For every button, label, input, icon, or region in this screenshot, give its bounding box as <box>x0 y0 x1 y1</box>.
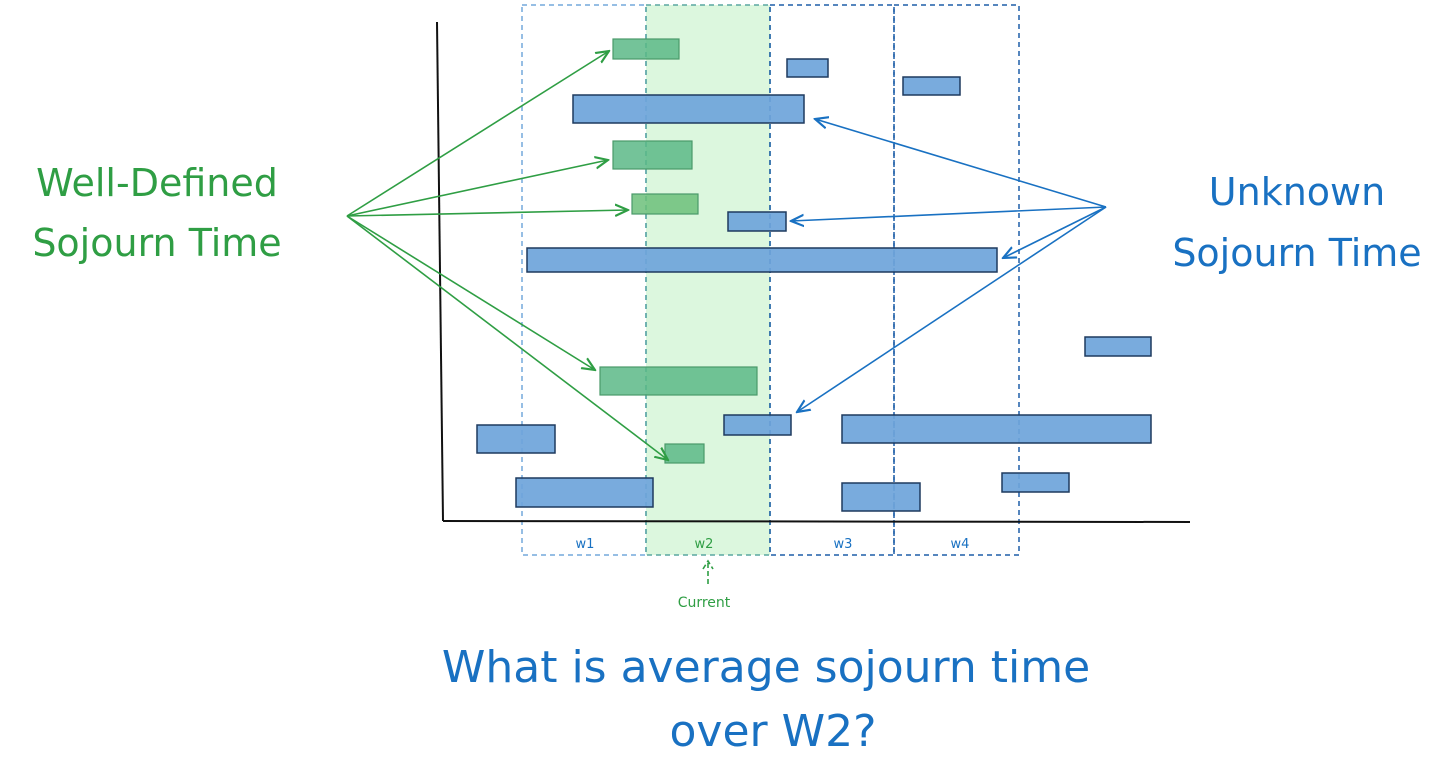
green-arrow <box>346 160 608 217</box>
window-label-w3: w3 <box>834 537 853 552</box>
green-bar <box>664 443 705 464</box>
blue-bar <box>1001 472 1070 493</box>
question-line-2: over W2? <box>670 706 877 757</box>
well-defined-line-1: Well-Defined <box>36 161 278 205</box>
well-defined-arrows <box>346 51 668 460</box>
unknown-label: Unknown Sojourn Time <box>1172 170 1421 275</box>
current-label: Current <box>678 595 731 611</box>
blue-bar <box>515 477 654 508</box>
unknown-bars <box>476 58 1152 512</box>
blue-arrow <box>797 206 1107 412</box>
blue-bar <box>727 211 787 232</box>
blue-bar <box>476 424 556 454</box>
window-label-w4: w4 <box>951 537 970 552</box>
green-arrow <box>346 215 668 460</box>
green-bar <box>599 366 758 396</box>
green-arrow <box>346 215 595 370</box>
green-bar <box>631 193 699 215</box>
blue-bar <box>723 414 792 436</box>
green-bar <box>612 140 693 170</box>
well-defined-bars <box>599 38 758 464</box>
window-w1-frame <box>521 4 647 556</box>
unknown-line-2: Sojourn Time <box>1172 231 1421 275</box>
green-arrow <box>346 210 628 216</box>
blue-bar <box>902 76 961 96</box>
window-boundaries <box>521 4 1020 556</box>
blue-arrow <box>791 206 1107 221</box>
blue-bar <box>1084 336 1152 357</box>
window-w2-highlight <box>646 5 770 555</box>
green-arrow <box>346 51 609 217</box>
well-defined-line-2: Sojourn Time <box>32 221 281 265</box>
blue-arrow <box>1003 206 1107 258</box>
window-w3-frame <box>769 4 895 556</box>
well-defined-label: Well-Defined Sojourn Time <box>32 161 281 265</box>
question-line-1: What is average sojourn time <box>442 642 1090 693</box>
window-w4-frame <box>893 4 1020 556</box>
blue-bar <box>526 247 998 273</box>
window-labels: w1 w2 w3 w4 <box>576 537 970 552</box>
x-axis <box>442 520 1191 523</box>
window-label-w2: w2 <box>695 537 714 552</box>
current-arrow-icon <box>702 559 714 584</box>
window-label-w1: w1 <box>576 537 595 552</box>
blue-bar <box>841 482 921 512</box>
blue-bar <box>841 414 1152 444</box>
blue-bar <box>572 94 805 124</box>
blue-arrow <box>815 119 1107 208</box>
unknown-arrows <box>791 119 1107 412</box>
unknown-line-1: Unknown <box>1209 170 1385 214</box>
y-axis <box>436 21 444 522</box>
green-bar <box>612 38 680 60</box>
question: What is average sojourn time over W2? <box>442 642 1090 757</box>
blue-bar <box>786 58 829 78</box>
